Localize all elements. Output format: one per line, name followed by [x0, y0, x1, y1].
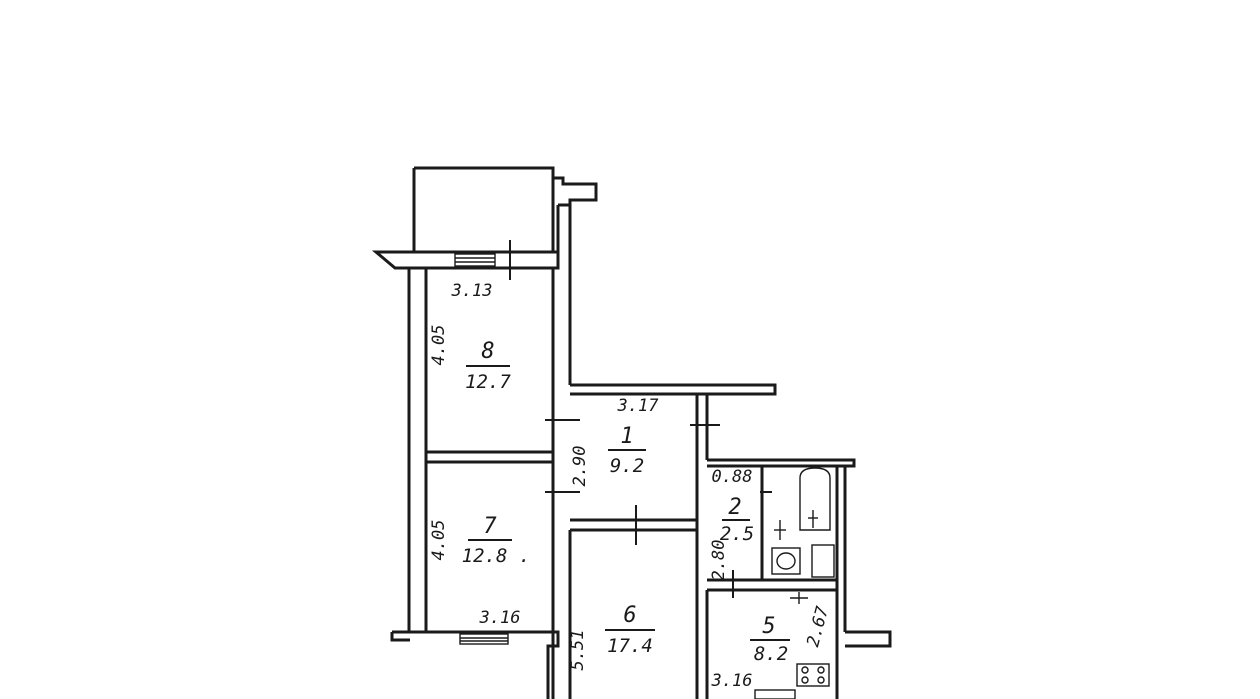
exterior-walls	[371, 205, 892, 699]
dim-room7-width: 3.16	[479, 608, 521, 628]
dim-room6-length: 5.51	[568, 630, 588, 671]
sink-icon	[771, 520, 801, 575]
room-6-number: 6	[623, 603, 636, 628]
washbasin-icon	[811, 544, 835, 578]
dim-kitchen-width: 3.16	[711, 671, 753, 691]
dim-room1-width: 3.17	[617, 396, 660, 416]
room-5-area: 8.2	[754, 643, 788, 665]
door-marks	[509, 240, 772, 598]
room-7-number: 7	[483, 514, 497, 539]
room-5-number: 5	[762, 614, 775, 639]
dim-room8-length: 4.05	[429, 325, 449, 366]
room-2-number: 2	[728, 495, 741, 520]
room-6-area: 17.4	[607, 635, 653, 657]
room-2-area: 2.5	[720, 523, 754, 545]
dim-kitchen-length: 2.67	[803, 604, 833, 649]
room-8-number: 8	[481, 339, 494, 364]
dim-bath-width: 0.88	[712, 467, 753, 487]
window-top	[454, 253, 496, 267]
dim-room1-length: 2.90	[570, 446, 590, 487]
kitchen-tick	[790, 592, 808, 604]
balcony-top	[412, 166, 598, 252]
room-1-number: 1	[620, 424, 633, 449]
dim-room8-width: 3.13	[451, 281, 493, 301]
stove-icon	[796, 663, 830, 687]
dim-bath-length: 2.80	[709, 540, 729, 581]
room-1-area: 9.2	[610, 455, 644, 477]
window-bottom	[459, 633, 509, 645]
dim-room7-length: 4.05	[429, 520, 449, 561]
room-7-area: 12.8 .	[462, 545, 531, 567]
bathtub-icon	[799, 467, 831, 531]
window-kitchen	[754, 689, 796, 699]
room-8-area: 12.7	[465, 371, 511, 393]
